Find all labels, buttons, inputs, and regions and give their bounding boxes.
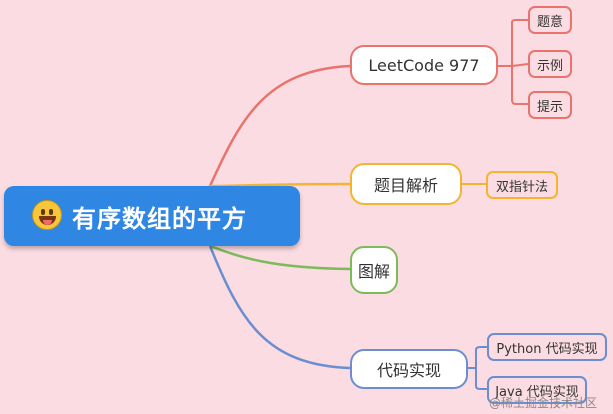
connector-leetcode-shili bbox=[511, 63, 529, 67]
subtopic-java-code[interactable]: Java 代码实现 bbox=[487, 376, 587, 404]
connector-leetcode-tiyi bbox=[498, 19, 528, 67]
topic-code[interactable]: 代码实现 bbox=[350, 349, 468, 389]
connector-code-python bbox=[468, 346, 487, 369]
subtopic-tishi[interactable]: 提示 bbox=[528, 91, 572, 119]
subtopic-tiyi[interactable]: 题意 bbox=[528, 6, 572, 34]
topic-diagram[interactable]: 图解 bbox=[350, 246, 398, 294]
subtopic-shili[interactable]: 示例 bbox=[528, 50, 572, 78]
topic-leetcode-977[interactable]: LeetCode 977 bbox=[350, 45, 498, 85]
grinning-face-icon bbox=[32, 200, 62, 230]
connector-code-java bbox=[475, 368, 487, 390]
topic-analysis[interactable]: 题目解析 bbox=[350, 163, 462, 205]
subtopic-two-pointers[interactable]: 双指针法 bbox=[486, 171, 558, 199]
connector-root-diagram bbox=[209, 244, 351, 271]
root-topic[interactable]: 有序数组的平方 bbox=[4, 186, 300, 246]
subtopic-python-code[interactable]: Python 代码实现 bbox=[487, 333, 607, 361]
connector-root-analysis bbox=[209, 182, 351, 188]
connector-root-code bbox=[208, 245, 351, 370]
connector-root-leetcode bbox=[208, 64, 351, 187]
root-topic-title: 有序数组的平方 bbox=[72, 205, 247, 233]
watermark: @稀土掘金技术社区 bbox=[489, 396, 598, 410]
connector-leetcode-tishi bbox=[511, 66, 528, 105]
